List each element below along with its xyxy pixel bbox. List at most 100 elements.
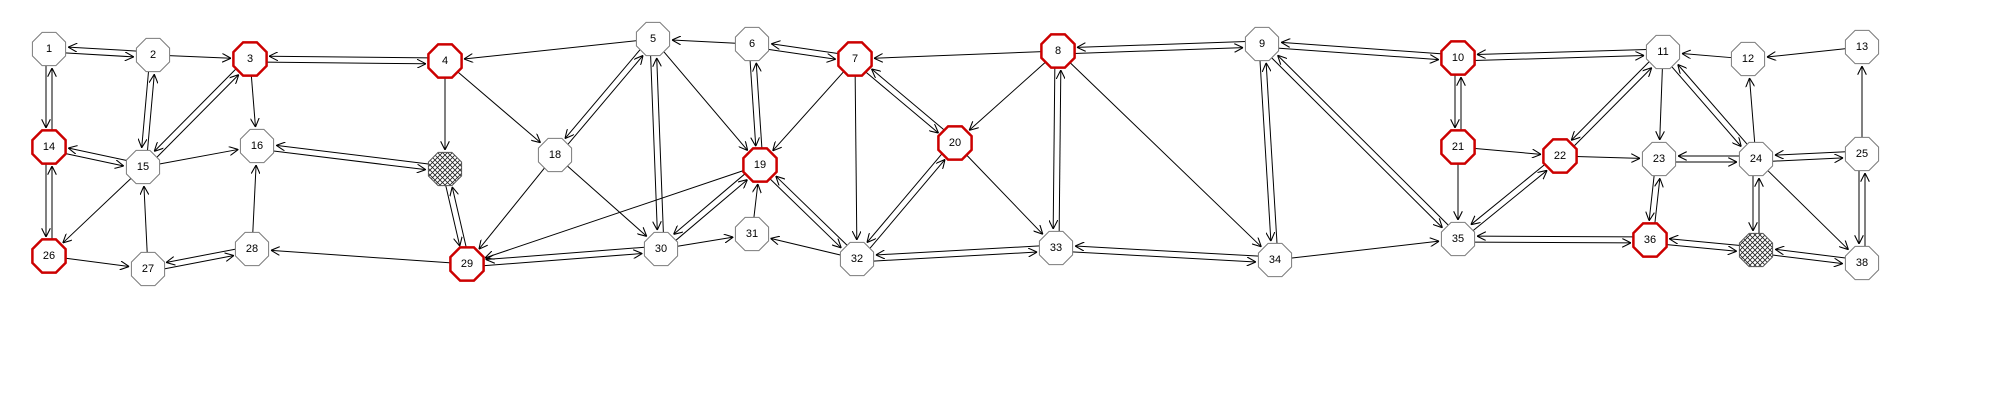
edge-9-to-34: [1259, 60, 1271, 241]
node-label-7: 7: [852, 53, 858, 65]
node-label-4: 4: [442, 55, 448, 67]
edge-14-to-15: [63, 152, 124, 166]
node-label-3: 3: [247, 53, 253, 65]
edge-7-to-20: [865, 71, 938, 133]
node-shape-30: [643, 231, 679, 267]
edge-8-to-20: [969, 61, 1047, 131]
node-label-2: 2: [150, 49, 156, 61]
edge-33-to-34: [1071, 251, 1256, 262]
node-shape-34: [1257, 242, 1293, 278]
node-shape-10: [1440, 40, 1476, 76]
node-shape-5: [635, 21, 671, 57]
edge-4-to-3: [269, 56, 430, 58]
node-shape-2: [135, 37, 171, 73]
node-label-36: 36: [1644, 234, 1656, 246]
node-label-10: 10: [1452, 52, 1464, 64]
edge-8-to-7: [874, 51, 1043, 59]
edge-2-to-3: [168, 56, 231, 59]
node-15: 15: [125, 149, 161, 185]
edge-30-to-31: [676, 237, 733, 247]
node-17: [427, 151, 463, 187]
node-label-1: 1: [46, 43, 52, 55]
node-1: 1: [31, 31, 67, 67]
node-label-22: 22: [1554, 150, 1566, 162]
edge-27-to-28: [164, 256, 234, 270]
node-18: 18: [537, 137, 573, 173]
node-31: 31: [734, 216, 770, 252]
edge-15-to-3: [156, 75, 238, 159]
node-shape-19: [742, 147, 778, 183]
edge-20-to-33: [965, 154, 1043, 235]
node-34: 34: [1257, 242, 1293, 278]
node-shape-13: [1844, 29, 1880, 65]
edge-19-to-32: [769, 177, 841, 248]
node-shape-24: [1738, 141, 1774, 177]
node-shape-25: [1844, 136, 1880, 172]
node-shape-18: [537, 137, 573, 173]
edge-3-to-4: [265, 62, 426, 64]
edge-20-to-7: [871, 69, 945, 131]
edge-10-to-9: [1281, 42, 1443, 55]
edge-9-to-35: [1270, 57, 1442, 227]
node-label-25: 25: [1856, 148, 1868, 160]
node-shape-36: [1632, 222, 1668, 258]
edge-7-to-32: [855, 74, 857, 240]
node-shape-16: [239, 128, 275, 164]
edge-22-to-35: [1471, 163, 1547, 225]
edge-8-to-33: [1053, 66, 1055, 229]
edge-11-to-23: [1660, 67, 1663, 140]
edge-29-to-30: [483, 253, 642, 267]
edge-2-to-1: [68, 47, 138, 51]
edge-5-to-19: [662, 50, 747, 150]
edge-13-to-12: [1767, 48, 1847, 57]
node-10: 10: [1440, 40, 1476, 76]
edge-5-to-4: [464, 40, 638, 59]
edge-34-to-9: [1266, 63, 1278, 244]
node-shape-38: [1844, 245, 1880, 281]
edge-24-to-38: [1767, 169, 1848, 249]
edge-19-to-30: [674, 172, 747, 234]
edge-6-to-5: [672, 40, 737, 43]
node-28: 28: [234, 231, 270, 267]
edge-32-to-19: [776, 176, 848, 247]
edge-22-to-23: [1575, 156, 1640, 158]
node-label-33: 33: [1050, 242, 1062, 254]
node-label-35: 35: [1452, 233, 1464, 245]
node-label-24: 24: [1750, 153, 1762, 165]
edge-33-to-32: [876, 245, 1040, 255]
node-32: 32: [839, 241, 875, 277]
node-24: 24: [1738, 141, 1774, 177]
node-shape-21: [1440, 129, 1476, 165]
node-36: 36: [1632, 222, 1668, 258]
edge-37-to-38: [1771, 254, 1843, 264]
node-label-20: 20: [949, 137, 961, 149]
node-shape-31: [734, 216, 770, 252]
node-label-21: 21: [1452, 141, 1464, 153]
node-label-29: 29: [461, 258, 473, 270]
edge-15-to-16: [158, 149, 239, 165]
node-label-19: 19: [754, 159, 766, 171]
node-6: 6: [734, 26, 770, 62]
edge-19-to-29: [485, 169, 746, 258]
node-shape-37: [1738, 232, 1774, 268]
edge-10-to-11: [1474, 56, 1644, 62]
node-label-14: 14: [43, 141, 55, 153]
edge-32-to-33: [873, 252, 1037, 262]
node-shape-1: [31, 31, 67, 67]
edge-35-to-9: [1278, 55, 1450, 226]
node-shape-28: [234, 231, 270, 267]
node-11: 11: [1645, 34, 1681, 70]
node-shape-7: [837, 41, 873, 77]
node-25: 25: [1844, 136, 1880, 172]
node-27: 27: [130, 251, 166, 287]
edge-11-to-10: [1477, 48, 1647, 54]
node-shape-27: [130, 251, 166, 287]
edge-30-to-29: [486, 246, 645, 259]
edge-9-to-8: [1077, 41, 1246, 48]
node-label-13: 13: [1856, 41, 1868, 53]
edge-2-to-15: [142, 70, 150, 148]
node-29: 29: [449, 246, 485, 282]
node-label-32: 32: [851, 253, 863, 265]
node-label-12: 12: [1742, 53, 1754, 65]
edge-36-to-37: [1665, 243, 1737, 251]
